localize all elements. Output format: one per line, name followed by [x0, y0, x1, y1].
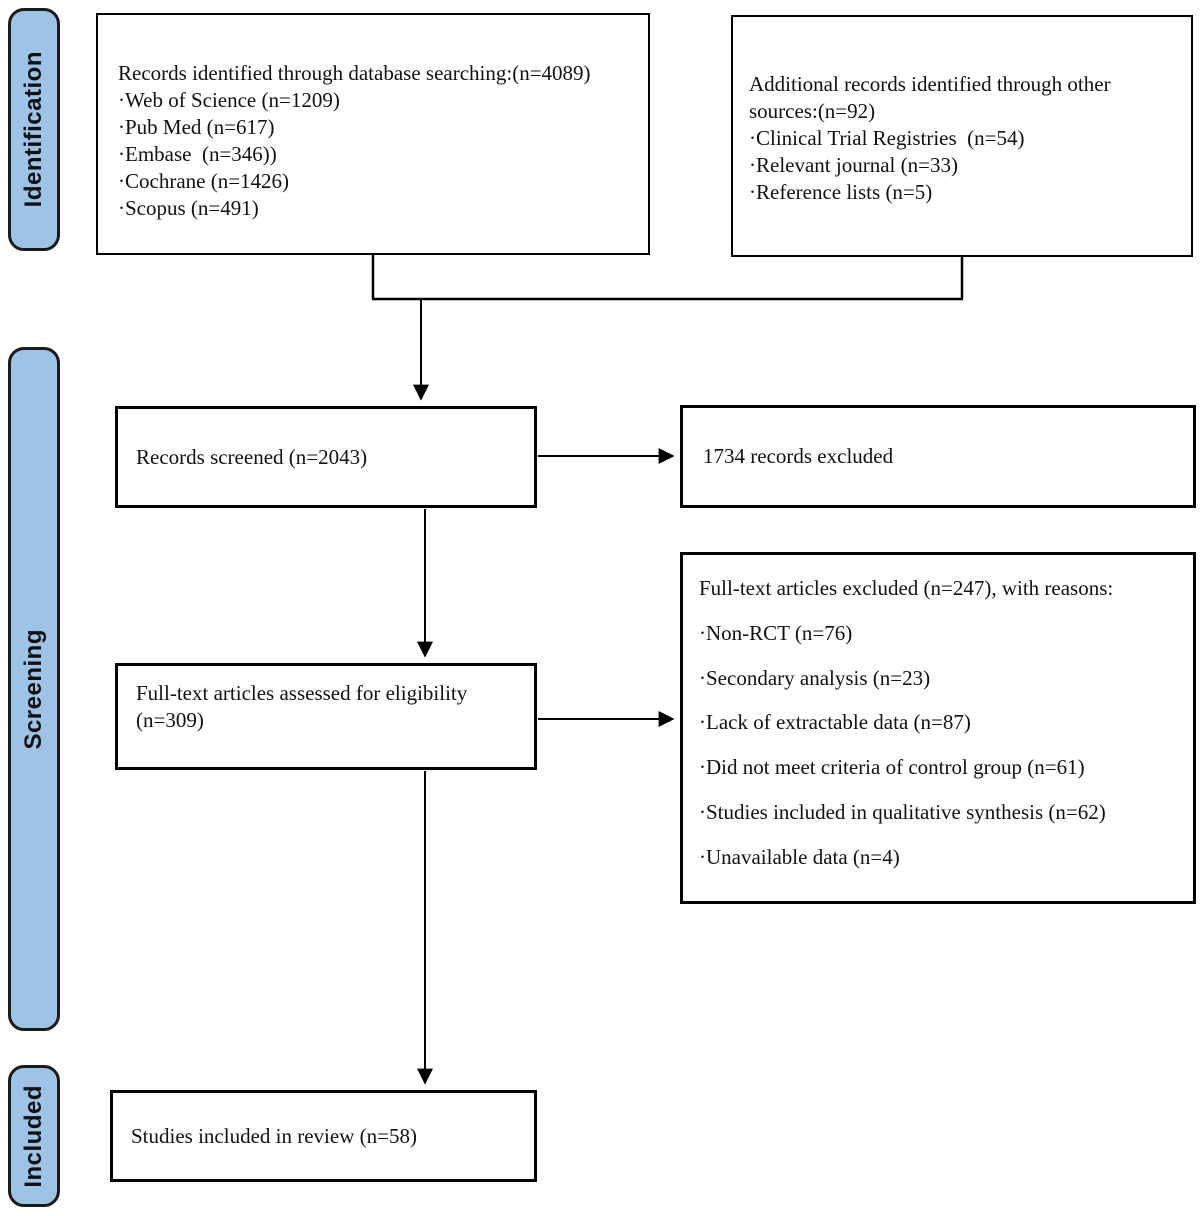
exclusion-reason-item: ·Secondary analysis (n=23) — [699, 665, 931, 690]
database-source-item: ·Cochrane (n=1426) — [118, 169, 290, 193]
box-fulltext-assessed: Full-text articles assessed for eligibil… — [115, 663, 537, 770]
other-source-item: ·Clinical Trial Registries (n=54) — [749, 126, 1025, 150]
database-source-item: ·Scopus (n=491) — [118, 196, 259, 220]
exclusion-reason-item: ·Did not meet criteria of control group … — [699, 755, 1085, 780]
stage-included: Included — [8, 1065, 60, 1207]
stage-identification: Identification — [8, 8, 60, 251]
other-source-item: ·Relevant journal (n=33) — [749, 153, 958, 177]
box-records-screened-text: Records screened (n=2043) — [136, 444, 368, 469]
stage-screening: Screening — [8, 347, 60, 1031]
box-records-excluded: 1734 records excluded — [680, 405, 1196, 508]
exclusion-reason-item: ·Studies included in qualitative synthes… — [699, 799, 1106, 824]
box-studies-included-text: Studies included in review (n=58) — [131, 1123, 417, 1148]
box-fulltext-assessed-text: Full-text articles assessed for eligibil… — [136, 681, 473, 732]
database-source-item: ·Web of Science (n=1209) — [118, 88, 340, 112]
stage-screening-label: Screening — [20, 628, 47, 750]
box-records-excluded-text: 1734 records excluded — [703, 444, 894, 468]
exclusion-reason-item: ·Lack of extractable data (n=87) — [699, 710, 971, 735]
database-source-item: ·Embase (n=346)) — [118, 142, 277, 166]
stage-identification-label: Identification — [20, 51, 47, 208]
exclusion-reason-item: ·Non-RCT (n=76) — [699, 620, 853, 645]
database-source-item: ·Pub Med (n=617) — [118, 115, 275, 139]
box-fulltext-excluded: Full-text articles excluded (n=247), wit… — [680, 552, 1196, 904]
box-other-sources-title: Additional records identified through ot… — [749, 72, 1116, 123]
box-database-records-title: Records identified through database sear… — [118, 61, 591, 85]
box-fulltext-excluded-title: Full-text articles excluded (n=247), wit… — [699, 576, 1114, 600]
exclusion-reason-item: ·Unavailable data (n=4) — [699, 844, 900, 869]
stage-included-label: Included — [20, 1084, 47, 1188]
box-other-sources: Additional records identified through ot… — [731, 15, 1193, 257]
box-studies-included: Studies included in review (n=58) — [110, 1090, 537, 1182]
box-records-screened: Records screened (n=2043) — [115, 406, 537, 508]
other-source-item: ·Reference lists (n=5) — [749, 180, 933, 204]
box-database-records: Records identified through database sear… — [96, 13, 650, 255]
